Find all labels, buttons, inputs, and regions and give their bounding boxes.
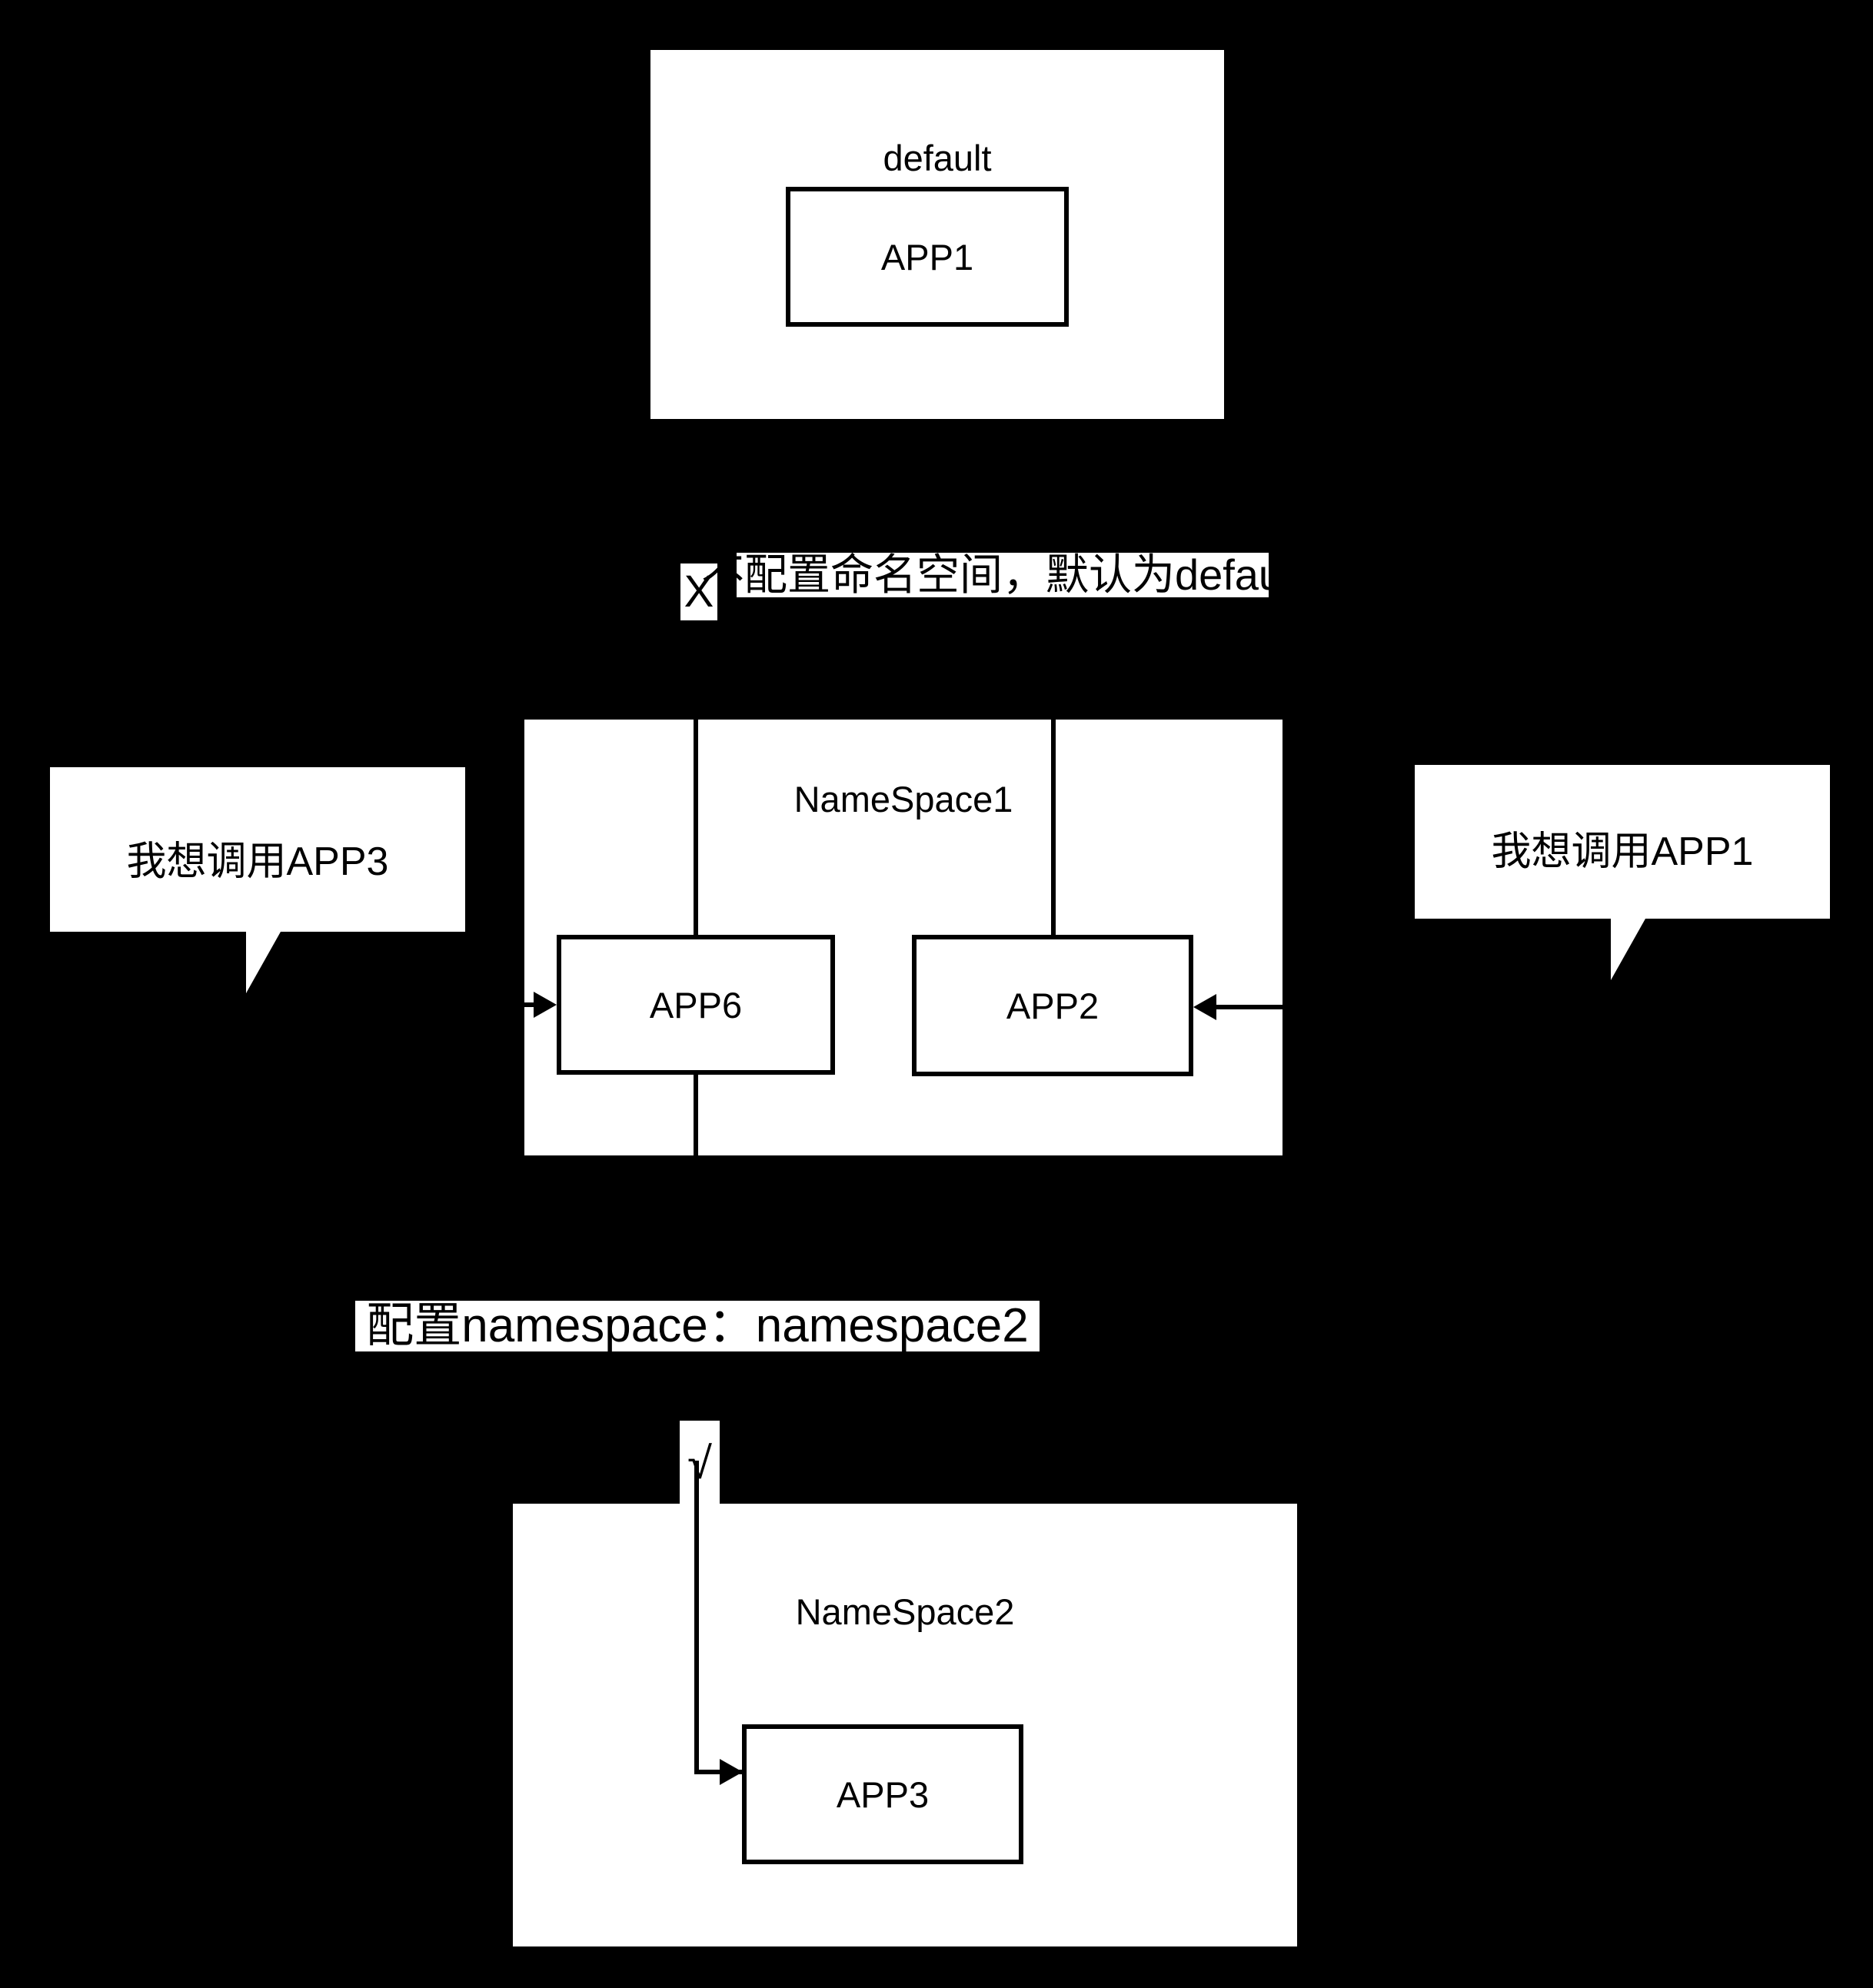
cross-mark-glyph: X	[684, 567, 714, 617]
app-box-app2: APP2	[912, 935, 1193, 1076]
connector-line-into-app3-vertical	[694, 1461, 699, 1774]
app-box-app3: APP3	[742, 1724, 1023, 1864]
connector-line-app6-bottom	[694, 1073, 698, 1155]
annotation-with-namespace-text: 配置namespace：namespace2	[366, 1299, 1029, 1352]
speech-bubble-tail-call-app1	[1611, 919, 1645, 980]
namespace-label-namespace1: NameSpace1	[793, 779, 1013, 819]
cross-mark-icon: X	[680, 563, 717, 620]
connector-line-into-app3-horizontal	[694, 1770, 742, 1774]
check-mark-glyph: √	[687, 1438, 712, 1488]
namespace-label-default: default	[883, 138, 992, 178]
arrow-head-into-app2	[1193, 994, 1216, 1020]
arrow-head-into-app3	[720, 1759, 743, 1785]
app-box-app6: APP6	[557, 935, 835, 1075]
connector-line-app2-top	[1051, 720, 1056, 936]
annotation-no-namespace: 不配置命名空间，默认为default	[701, 553, 1304, 597]
connector-line-into-app2	[1215, 1005, 1286, 1009]
app-label-app3: APP3	[836, 1774, 930, 1815]
app-label-app6: APP6	[649, 984, 743, 1026]
connector-line-app6-top	[694, 720, 698, 936]
app-label-app2: APP2	[1006, 985, 1100, 1026]
namespace-label-namespace2: NameSpace2	[795, 1591, 1015, 1632]
speech-bubble-call-app3: 我想调用APP3	[50, 767, 465, 932]
annotation-with-namespace: 配置namespace：namespace2	[355, 1301, 1040, 1351]
annotation-no-namespace-text: 不配置命名空间，默认为default	[700, 550, 1305, 599]
check-mark-icon: √	[680, 1421, 720, 1507]
app-box-app1: APP1	[786, 187, 1069, 327]
app-label-app1: APP1	[880, 236, 974, 278]
speech-bubble-call-app3-text: 我想调用APP3	[126, 839, 389, 884]
arrow-head-into-app6	[534, 992, 557, 1018]
speech-bubble-tail-fill-call-app3	[246, 932, 281, 993]
speech-bubble-call-app1: 我想调用APP1	[1415, 765, 1830, 919]
speech-bubble-call-app1-text: 我想调用APP1	[1491, 829, 1754, 874]
connector-line-into-app6	[524, 1002, 541, 1007]
